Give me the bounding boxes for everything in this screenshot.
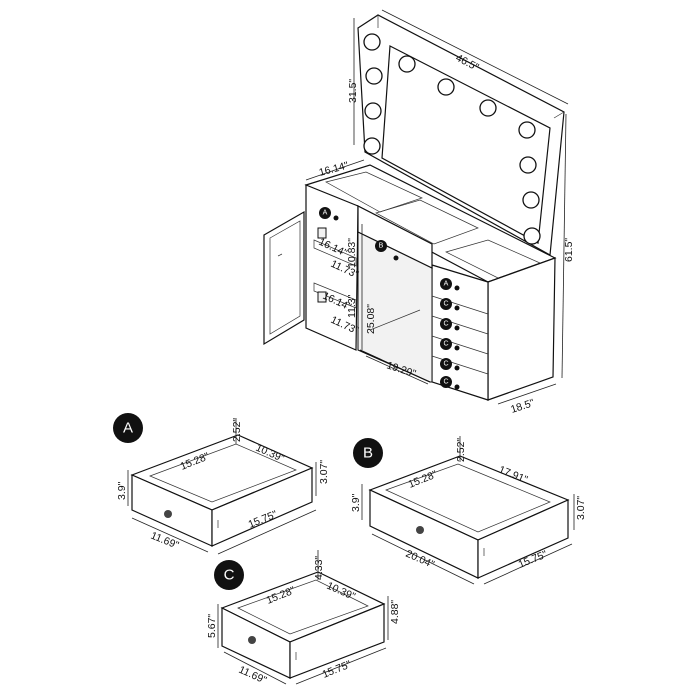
knee-height-label: 25.08" [365,304,377,334]
drawer-b-badge-label: B [363,445,373,462]
knob-icon [454,384,460,390]
bulb-icon [437,78,455,96]
svg-text:C: C [443,321,448,328]
vanity-badges-c: C C C C C [440,298,452,388]
drawer-c-height: 5.67" [206,614,218,638]
knob-icon [333,215,339,221]
mirror [357,14,565,256]
svg-text:A: A [444,281,449,288]
drawer-a-badge [113,413,143,443]
knob-icon [393,255,399,261]
bulb-icon [363,137,381,155]
drawer-c-side-height: 4.88" [389,600,401,624]
bulb-icon [398,55,416,73]
knob-icon [454,345,460,351]
cabinet-shelves [313,227,357,309]
svg-text:C: C [443,341,448,348]
drawer-a-height: 3.9" [116,481,128,500]
drawer-b: B 15.28" 17.91" 2.52" 3.9" 3.07" 20.04" … [350,436,587,585]
bulb-icon [519,156,537,174]
svg-text:A: A [323,210,328,217]
drawer-a-inner-height: 2.52" [231,418,243,442]
drawer-c-badge [214,560,244,590]
knob-icon [454,285,460,291]
vanity-bulbs [363,33,541,245]
drawer-a-badge-label: A [123,420,133,437]
knob-icon [454,325,460,331]
bulb-icon [365,67,383,85]
shelf-height-2-label: 11.3" [346,294,358,318]
drawer-c-badge-label: C [224,567,235,584]
bulb-icon [479,99,497,117]
bulb-icon [364,102,382,120]
knob-icon [248,636,256,644]
vanity-badge-b: B [375,240,387,252]
drawer-b-height: 3.9" [350,493,362,512]
shelf-height-1-label: 10.83" [346,238,358,268]
vanity-dimensions [305,9,569,405]
drawer-c: C 15.28" 10.39" 4.33" 5.67" 4.88" 11.69"… [206,550,401,687]
drawer-c-inner-height: 4.33" [313,556,325,580]
right-drawer-stack [333,215,489,390]
mirror-height-label: 31.5" [347,79,359,103]
vanity-badge-a-right: A [440,278,452,290]
drawer-a: A 15.28" 10.39" 2.52" 3.9" 3.07" 11.69" … [113,413,330,555]
vanity-assembly: A B A C C C C C 46.5" 31.5" 61. [263,9,575,416]
drawer-a-side-height: 3.07" [318,460,330,484]
bulb-icon [363,33,381,51]
svg-text:C: C [443,379,448,386]
depth-label: 18.5" [509,397,536,416]
cabinet-door [263,210,305,346]
svg-text:C: C [443,301,448,308]
drawer-b-badge [353,438,383,468]
total-height-label: 61.5" [563,238,575,262]
bulb-icon [518,121,536,139]
knob-icon [416,526,424,534]
svg-text:C: C [443,361,448,368]
svg-text:B: B [379,243,384,250]
drawer-b-inner-height: 2.52" [455,438,467,462]
drawer-b-side-height: 3.07" [575,496,587,520]
bulb-icon [523,227,541,245]
bulb-icon [522,191,540,209]
knob-icon [164,510,172,518]
knob-icon [454,305,460,311]
vanity-badge-a: A [319,207,331,219]
knob-icon [454,365,460,371]
